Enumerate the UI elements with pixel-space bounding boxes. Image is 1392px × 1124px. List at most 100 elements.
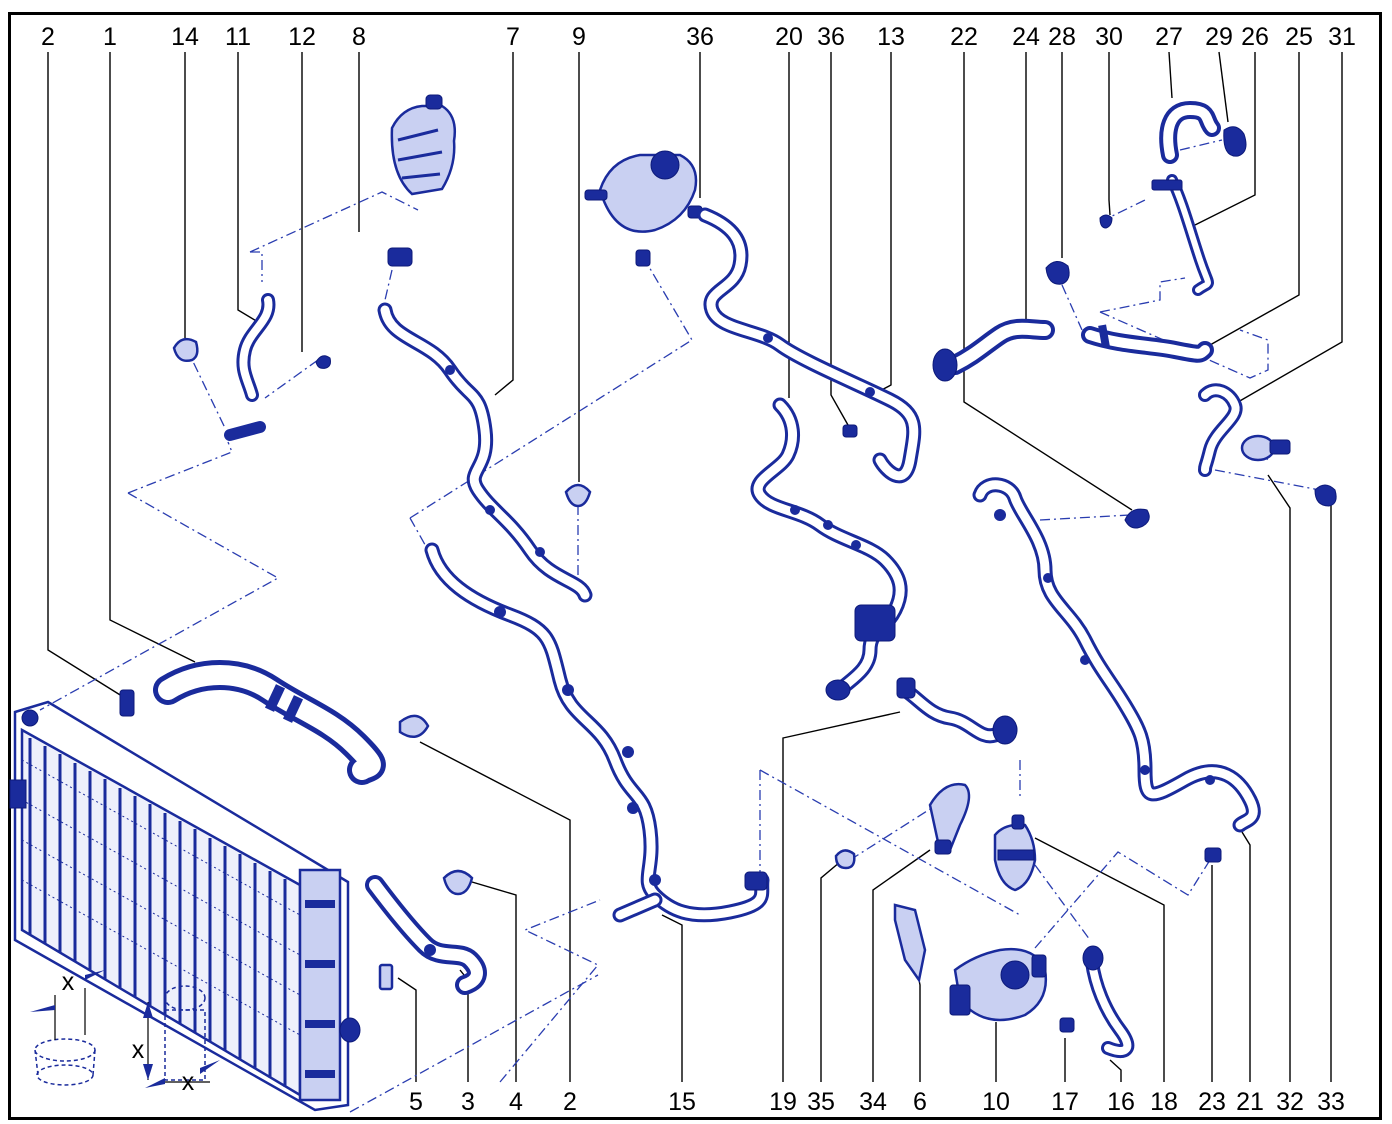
callout-36-b: 36 <box>817 23 845 51</box>
callout-6: 6 <box>913 1088 927 1116</box>
dim-x-1: x <box>62 968 75 996</box>
callout-36-a: 36 <box>686 23 714 51</box>
leader-5 <box>397 977 417 1082</box>
clip-23 <box>1204 847 1222 863</box>
leader-24 <box>1017 52 1027 326</box>
water-pump-10 <box>949 947 1048 1022</box>
bracket-34 <box>928 782 971 855</box>
leader-31 <box>1237 52 1343 403</box>
hose-16 <box>1082 945 1135 1058</box>
leader-16 <box>1109 1059 1122 1082</box>
dim-x-2: x <box>132 1036 145 1064</box>
leader-34 <box>872 849 931 1082</box>
callout-29: 29 <box>1205 23 1233 51</box>
leader-32 <box>1267 474 1291 1082</box>
leader-25 <box>1209 52 1300 346</box>
assembly-dash-lines <box>39 139 1321 1113</box>
hose-13 <box>697 207 922 484</box>
callout-15: 15 <box>668 1088 696 1116</box>
hose-31 <box>1198 383 1243 477</box>
callout-24: 24 <box>1012 23 1040 51</box>
clip-4 <box>442 869 474 896</box>
leader-15 <box>661 914 683 1082</box>
hose-19 <box>896 677 1018 745</box>
hose-20 <box>750 397 908 701</box>
callout-7: 7 <box>506 23 520 51</box>
callout-17: 17 <box>1051 1088 1079 1116</box>
clip-35 <box>834 849 856 870</box>
callout-20: 20 <box>775 23 803 51</box>
leader-19 <box>782 711 901 1082</box>
hose-11 <box>224 293 276 441</box>
electric-pump-36 <box>584 150 703 267</box>
callout-25: 25 <box>1285 23 1313 51</box>
callout-12: 12 <box>288 23 316 51</box>
leader-7 <box>494 52 514 396</box>
hose-24 <box>932 318 1055 382</box>
callout-16: 16 <box>1107 1088 1135 1116</box>
hose-15 <box>424 542 770 923</box>
callout-5: 5 <box>409 1088 423 1116</box>
callout-1: 1 <box>103 23 117 51</box>
callout-21: 21 <box>1236 1088 1264 1116</box>
clip-5 <box>378 963 394 991</box>
hose-1 <box>153 660 386 785</box>
callout-27: 27 <box>1155 23 1183 51</box>
callout-30: 30 <box>1095 23 1123 51</box>
clip-36-b <box>842 424 858 438</box>
hose-3 <box>365 875 487 995</box>
top-callout-numbers: 2 1 14 11 12 8 7 9 36 20 36 13 22 24 28 … <box>41 23 1356 51</box>
callout-14: 14 <box>171 23 199 51</box>
callout-8: 8 <box>352 23 366 51</box>
clip-33 <box>1314 484 1337 507</box>
callout-9: 9 <box>572 23 586 51</box>
leader-36-b <box>830 52 849 426</box>
hose-7 <box>377 302 593 603</box>
callout-26: 26 <box>1241 23 1269 51</box>
leader-26 <box>1194 52 1256 226</box>
leader-27 <box>1168 51 1173 99</box>
valve-18 <box>993 814 1037 892</box>
callout-19: 19 <box>769 1088 797 1116</box>
leader-6 <box>917 974 921 1082</box>
hose-21 <box>972 477 1261 833</box>
hose-27 <box>1159 101 1221 164</box>
dim-x-3: x <box>182 1068 195 1096</box>
clip-9 <box>564 483 592 508</box>
callout-2-bottom: 2 <box>563 1088 577 1116</box>
leader-22 <box>963 52 1133 511</box>
callout-18: 18 <box>1150 1088 1178 1116</box>
expansion-tank-8 <box>387 94 456 267</box>
clip-22 <box>1124 508 1150 529</box>
callout-35: 35 <box>807 1088 835 1116</box>
callout-13: 13 <box>877 23 905 51</box>
hose-26 <box>1151 174 1214 296</box>
callout-3: 3 <box>461 1088 475 1116</box>
clip-2-top <box>119 689 135 717</box>
clip-12 <box>315 355 331 369</box>
bracket-6 <box>893 903 927 984</box>
callout-34: 34 <box>859 1088 887 1116</box>
leader-13 <box>871 52 892 396</box>
leader-35 <box>820 861 841 1082</box>
leader-2-top <box>47 52 126 699</box>
leader-21 <box>1241 831 1251 1082</box>
callout-23: 23 <box>1198 1088 1226 1116</box>
callout-4: 4 <box>509 1088 523 1116</box>
clip-28 <box>1045 261 1070 285</box>
callout-11: 11 <box>225 23 251 51</box>
dimension-inset: x x x <box>30 968 220 1096</box>
callout-31: 31 <box>1328 23 1356 51</box>
diagram-frame <box>8 12 1382 1120</box>
callout-2-top: 2 <box>41 23 55 51</box>
bolt-30 <box>1099 214 1113 229</box>
callout-22: 22 <box>950 23 978 51</box>
callout-28: 28 <box>1048 23 1076 51</box>
leader-2-bottom <box>419 741 571 1082</box>
leader-11 <box>237 52 259 323</box>
leader-1 <box>109 52 196 663</box>
clip-2-bottom <box>398 714 430 739</box>
clip-17 <box>1059 1017 1075 1033</box>
leader-30 <box>1108 52 1111 216</box>
